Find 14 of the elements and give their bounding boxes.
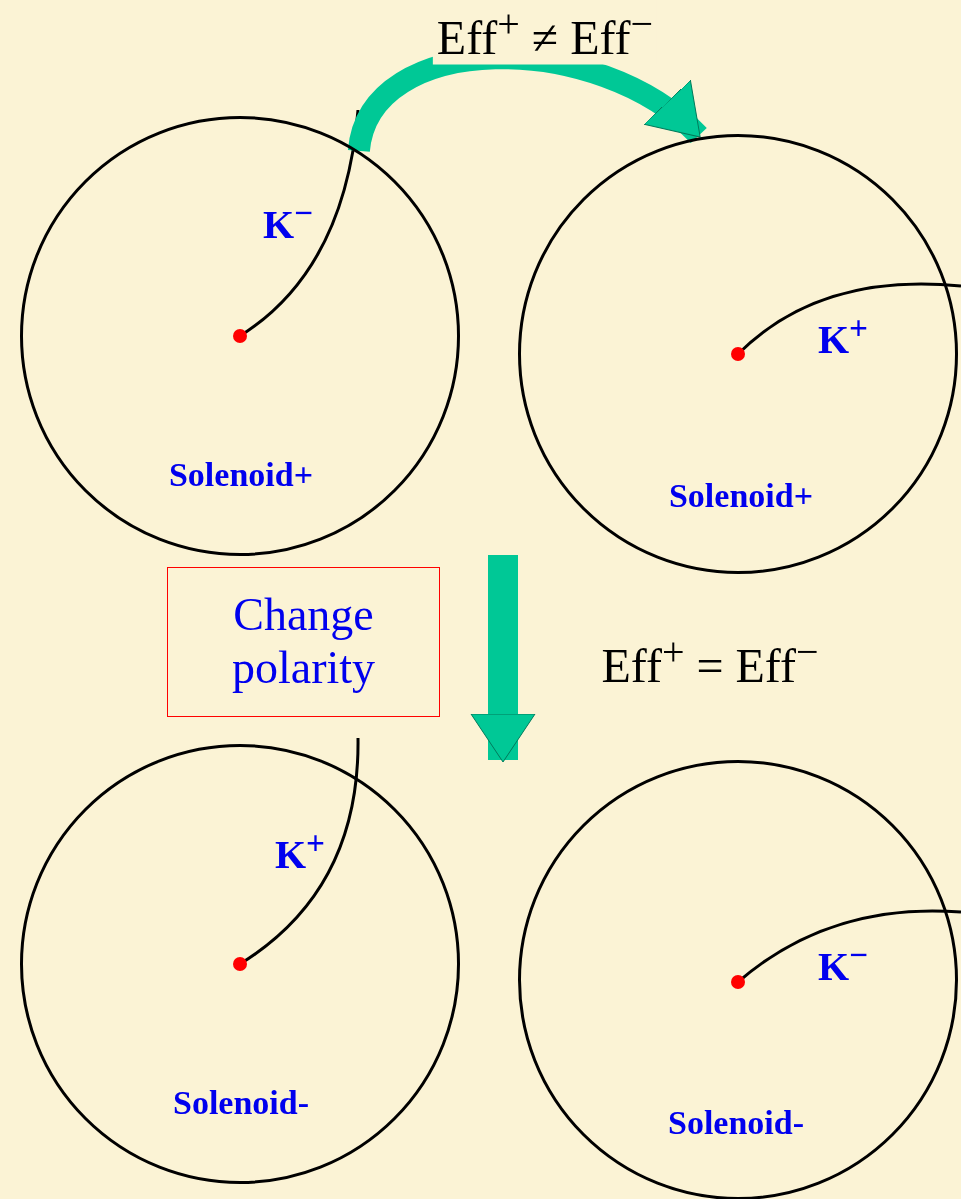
solenoid-label: Solenoid+	[668, 477, 814, 515]
solenoid-circle	[518, 760, 958, 1199]
solenoid-circle	[518, 134, 958, 574]
note-box: Change polarity	[167, 567, 440, 717]
particle-label: K$^{+}$	[274, 823, 326, 879]
particle-label: K$^{+}$	[817, 308, 869, 364]
solenoid-label: Solenoid-	[173, 1084, 309, 1122]
particle-label: K$^{−}$	[262, 193, 314, 249]
arrow	[470, 555, 536, 763]
solenoid-circle	[20, 116, 460, 556]
solenoid-circle	[20, 744, 460, 1184]
solenoid-label: Solenoid-	[668, 1104, 804, 1142]
particle-label: K$^{−}$	[817, 935, 869, 991]
solenoid-label: Solenoid+	[168, 456, 314, 494]
